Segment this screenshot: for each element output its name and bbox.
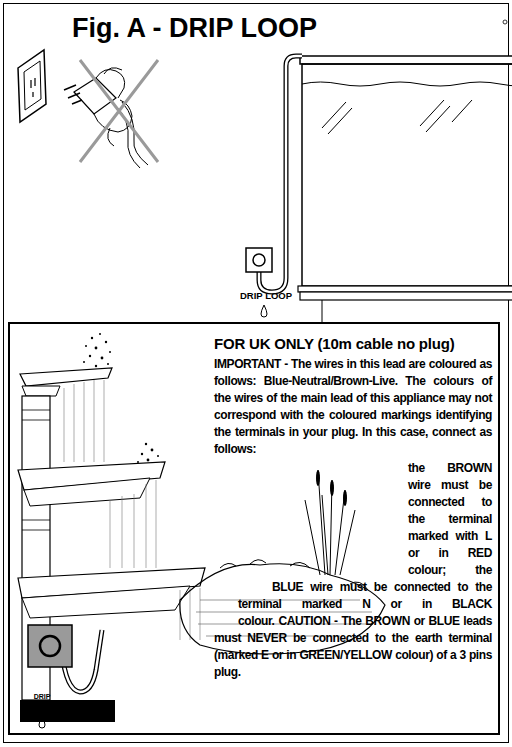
spray-dot xyxy=(105,341,107,343)
aquarium xyxy=(298,56,512,322)
fountain xyxy=(18,333,205,722)
socket-plug xyxy=(253,254,265,266)
plug-body xyxy=(74,78,116,114)
water-fall xyxy=(64,380,104,462)
socket-box xyxy=(246,248,272,272)
text-block: FOR UK ONLY (10m cable no plug) xyxy=(10,334,492,354)
basin-top xyxy=(20,368,112,386)
figure-title: Fig. A - DRIP LOOP xyxy=(72,11,317,45)
leaf-dot xyxy=(145,443,147,445)
drip-loop-label: DRIP LOOP xyxy=(24,693,60,709)
cattail xyxy=(316,470,320,486)
hand-plug xyxy=(64,60,158,168)
spray-dot xyxy=(91,337,93,339)
cattail xyxy=(343,490,347,506)
socket-box xyxy=(28,625,72,667)
leaf-dot xyxy=(157,455,159,457)
spray-dot xyxy=(109,351,111,353)
reed-stems xyxy=(305,470,355,575)
water-spray xyxy=(83,333,159,463)
box-heading: FOR UK ONLY (10m cable no plug) xyxy=(214,335,455,352)
water-drop xyxy=(39,716,45,728)
spray-dot xyxy=(95,365,97,367)
cattail xyxy=(330,480,334,496)
leaf-dot xyxy=(137,461,139,463)
text-block: IMPORTANT - The wires in this lead are c… xyxy=(10,356,492,458)
tank-glass xyxy=(302,64,512,286)
drip-loop-label: DRIP LOOP xyxy=(240,290,292,301)
tank-stand xyxy=(300,292,512,300)
leaf-dot xyxy=(147,459,150,462)
plate-outline xyxy=(18,50,46,122)
basin-neck xyxy=(22,386,60,396)
notice-box: FOR UK ONLY (10m cable no plug) IMPORTANT… xyxy=(8,322,500,735)
text-block: the BROWN wire must be connected to the … xyxy=(10,460,492,681)
tank-base xyxy=(298,286,512,292)
stand-leg xyxy=(322,300,323,322)
basin-middle-under xyxy=(24,478,150,506)
mains-socket xyxy=(246,56,302,317)
spray-dot xyxy=(101,357,104,360)
basin-bottom-under xyxy=(22,586,190,618)
plate-inner xyxy=(24,61,41,110)
plug-pins xyxy=(64,85,82,104)
spray-dot xyxy=(89,355,91,357)
socket-holes xyxy=(31,78,35,97)
spray-dot xyxy=(85,345,87,347)
prohibit-cross xyxy=(80,60,158,162)
spray-dot xyxy=(83,361,85,363)
corner-mark xyxy=(503,20,507,24)
leaf-dot xyxy=(141,453,143,455)
box-text: IMPORTANT - The wires in this lead are c… xyxy=(214,357,492,456)
pump-socket xyxy=(28,625,102,728)
socket-plug xyxy=(40,636,60,656)
figure-frame xyxy=(4,4,509,743)
box-text: the BROWN wire must be connected to the … xyxy=(238,461,492,628)
spray-dot xyxy=(95,347,98,350)
water-fall xyxy=(110,480,156,568)
glass-reflection xyxy=(322,100,472,134)
water-surface xyxy=(302,82,512,86)
water-drop xyxy=(261,305,267,317)
leaf-dot xyxy=(151,449,154,452)
water-fall xyxy=(180,588,200,640)
spray-dot xyxy=(99,333,101,335)
wall-socket-plate xyxy=(18,50,46,122)
tank-cover xyxy=(300,56,512,64)
spray-dot xyxy=(107,363,109,365)
